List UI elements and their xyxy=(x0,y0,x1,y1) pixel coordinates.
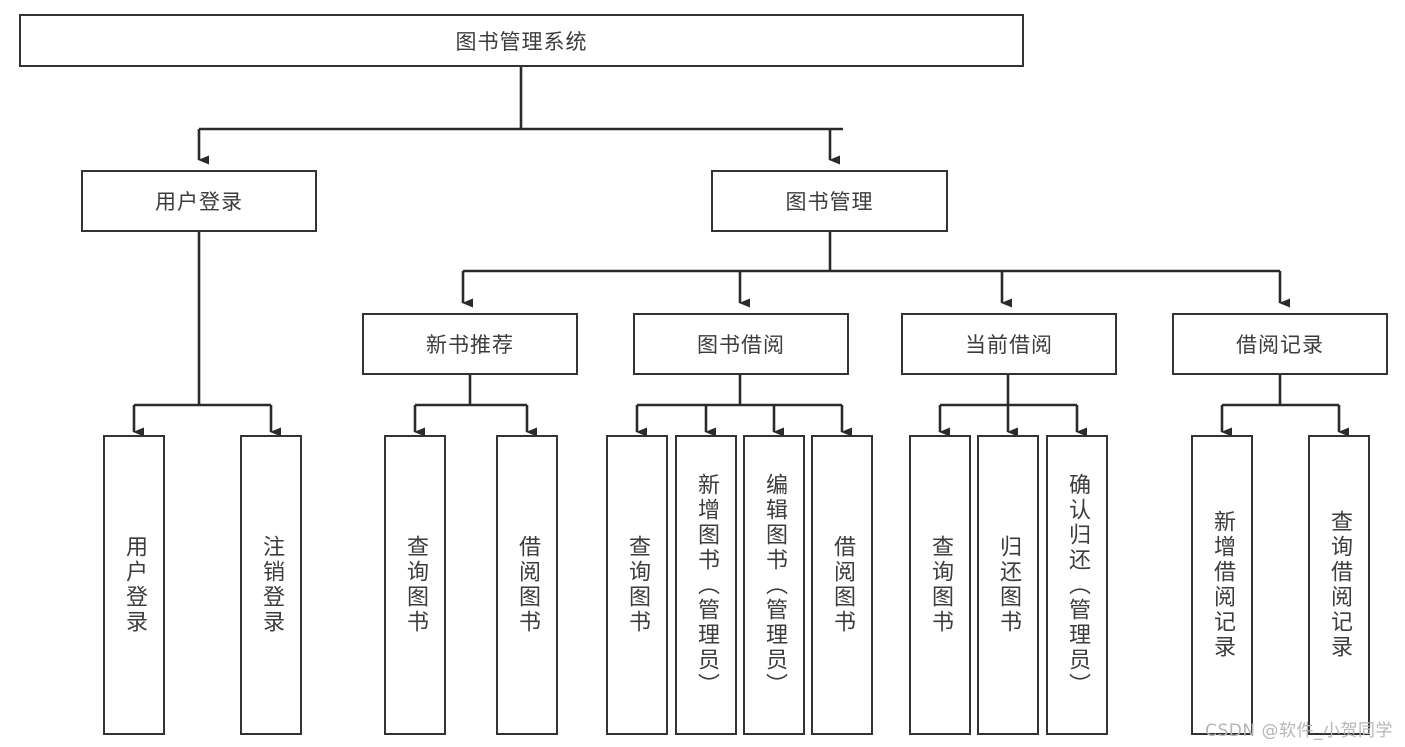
leaf-newbook-borrow-book-label: 借阅图书 xyxy=(515,535,540,635)
node-new-book-recommend-label: 新书推荐 xyxy=(426,333,514,357)
node-book-borrow-label: 图书借阅 xyxy=(697,333,785,357)
leaf-bookborrow-query-book[interactable]: 查询图书 xyxy=(606,435,668,735)
leaf-bookborrow-query-book-label: 查询图书 xyxy=(625,535,650,635)
leaf-newbook-query-book-label: 查询图书 xyxy=(403,535,428,635)
leaf-bookborrow-add-book-label: 新增图书（管理员） xyxy=(694,472,719,698)
leaf-logout[interactable]: 注销登录 xyxy=(240,435,302,735)
node-book-borrow[interactable]: 图书借阅 xyxy=(633,313,849,375)
leaf-bookborrow-borrow-book[interactable]: 借阅图书 xyxy=(811,435,873,735)
node-new-book-recommend[interactable]: 新书推荐 xyxy=(362,313,578,375)
leaf-currentborrow-query-book-label: 查询图书 xyxy=(928,535,953,635)
leaf-borrowrecord-query-record[interactable]: 查询借阅记录 xyxy=(1308,435,1370,735)
node-current-borrow-label: 当前借阅 xyxy=(965,333,1053,357)
leaf-user-login-label: 用户登录 xyxy=(122,535,147,635)
leaf-currentborrow-confirm-return[interactable]: 确认归还（管理员） xyxy=(1046,435,1108,735)
leaf-newbook-borrow-book[interactable]: 借阅图书 xyxy=(496,435,558,735)
node-user-login-label: 用户登录 xyxy=(155,190,243,214)
node-book-management[interactable]: 图书管理 xyxy=(711,170,948,232)
node-book-management-label: 图书管理 xyxy=(785,190,874,214)
leaf-currentborrow-confirm-return-label: 确认归还（管理员） xyxy=(1065,472,1090,698)
node-current-borrow[interactable]: 当前借阅 xyxy=(901,313,1117,375)
leaf-logout-label: 注销登录 xyxy=(259,535,284,635)
leaf-bookborrow-edit-book-label: 编辑图书（管理员） xyxy=(762,472,787,698)
leaf-currentborrow-return-book[interactable]: 归还图书 xyxy=(977,435,1039,735)
node-borrow-record[interactable]: 借阅记录 xyxy=(1172,313,1388,375)
leaf-bookborrow-add-book[interactable]: 新增图书（管理员） xyxy=(675,435,737,735)
csdn-watermark: CSDN @软件_小贺同学 xyxy=(1205,721,1393,741)
leaf-borrowrecord-add-record[interactable]: 新增借阅记录 xyxy=(1191,435,1253,735)
leaf-currentborrow-return-book-label: 归还图书 xyxy=(996,535,1021,635)
leaf-borrowrecord-add-record-label: 新增借阅记录 xyxy=(1210,510,1235,660)
leaf-bookborrow-borrow-book-label: 借阅图书 xyxy=(830,535,855,635)
leaf-newbook-query-book[interactable]: 查询图书 xyxy=(384,435,446,735)
leaf-user-login[interactable]: 用户登录 xyxy=(103,435,165,735)
node-user-login[interactable]: 用户登录 xyxy=(81,170,317,232)
node-root-system[interactable]: 图书管理系统 xyxy=(19,14,1024,67)
node-root-system-label: 图书管理系统 xyxy=(455,29,588,54)
node-borrow-record-label: 借阅记录 xyxy=(1236,333,1324,357)
leaf-bookborrow-edit-book[interactable]: 编辑图书（管理员） xyxy=(743,435,805,735)
leaf-borrowrecord-query-record-label: 查询借阅记录 xyxy=(1327,510,1352,660)
leaf-currentborrow-query-book[interactable]: 查询图书 xyxy=(909,435,971,735)
